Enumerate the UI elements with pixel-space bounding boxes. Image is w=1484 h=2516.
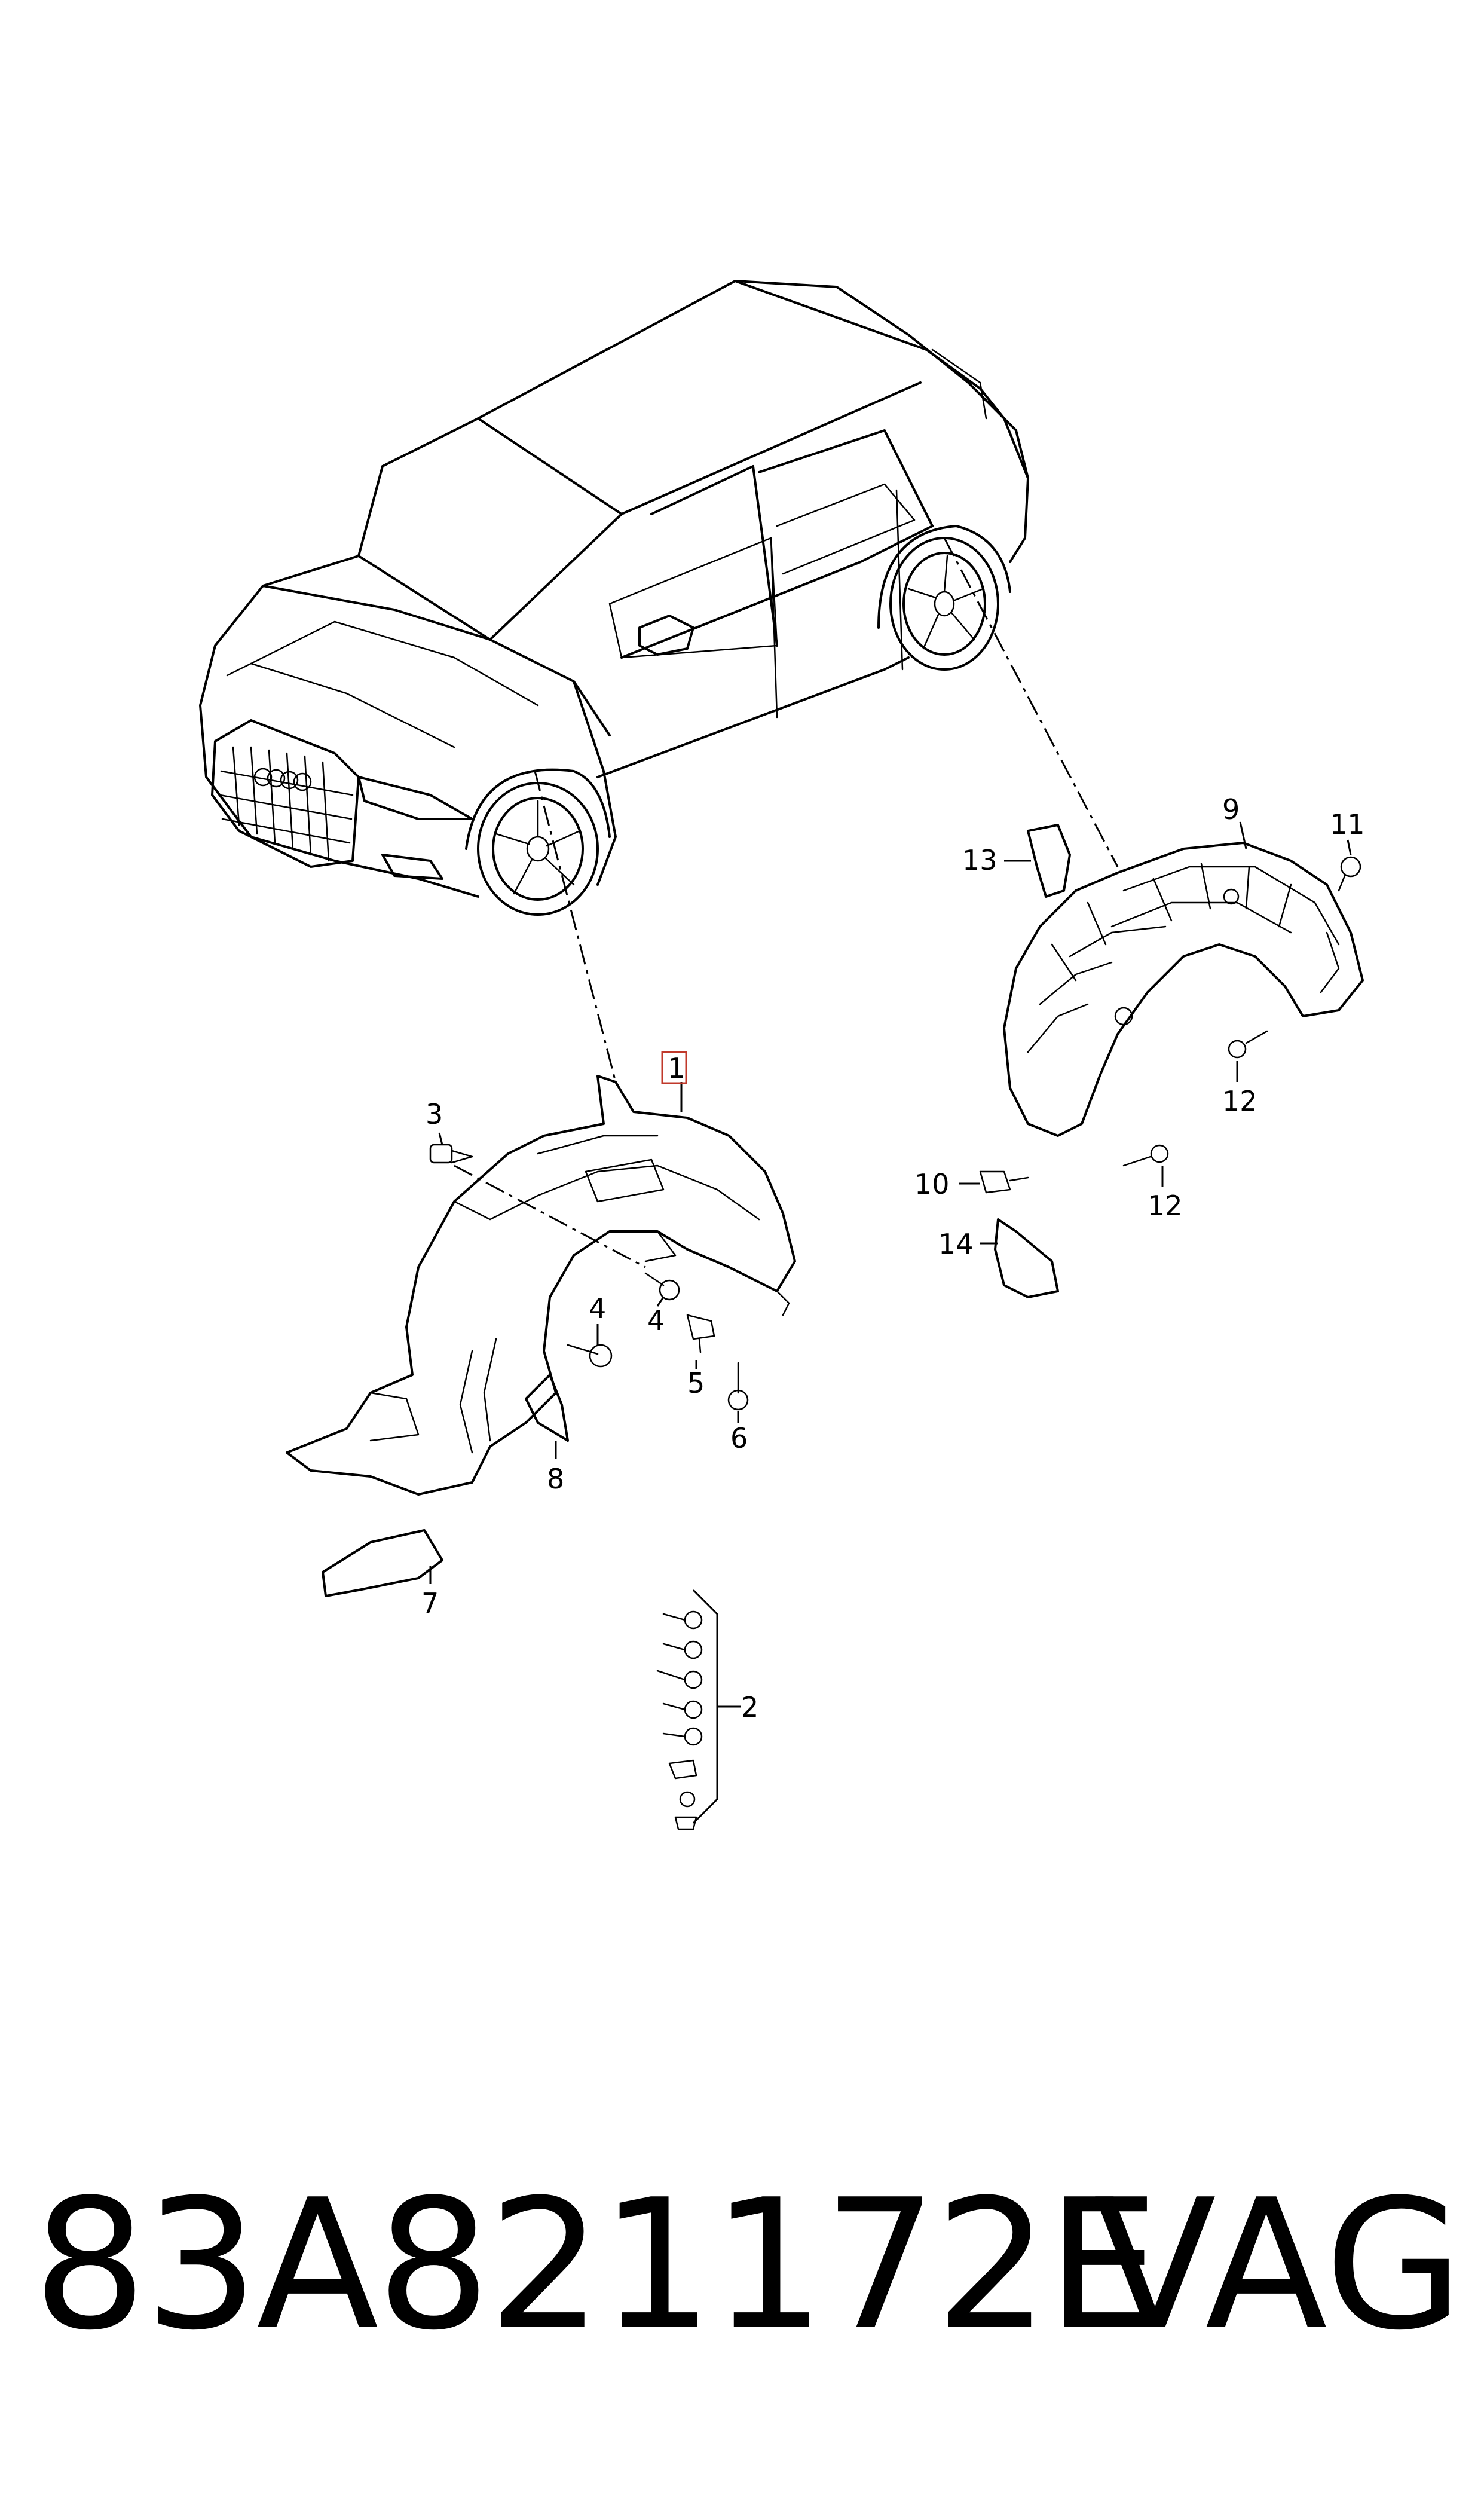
- screw-12a-icon: [1228, 1030, 1268, 1059]
- screw-12b-icon: [1122, 1144, 1169, 1167]
- callout-13: 13: [962, 844, 998, 876]
- callout-14: 14: [938, 1228, 974, 1260]
- rear-wheel-leader: [943, 537, 1119, 867]
- callout-5: 5: [687, 1367, 705, 1399]
- callout-2: 2: [741, 1691, 758, 1723]
- callout-8: 8: [547, 1463, 564, 1495]
- brand-label: VAG: [1094, 2161, 1464, 2370]
- bracket-13-icon: [1027, 824, 1071, 898]
- callout-10: 10: [914, 1168, 950, 1200]
- vehicle-illustration: [199, 280, 1029, 916]
- screw-6-icon: [727, 1362, 749, 1411]
- screw-4a-icon: [567, 1344, 613, 1368]
- bracket-8-icon: [525, 1374, 569, 1442]
- screw-11-icon: [1338, 856, 1361, 892]
- screw-3-icon: [429, 1144, 473, 1164]
- callout-12b: 12: [1148, 1190, 1183, 1222]
- callout-1: 1: [668, 1052, 685, 1084]
- callout-11: 11: [1330, 808, 1365, 840]
- callout-4b: 4: [647, 1304, 665, 1337]
- clip-5-icon: [686, 1314, 715, 1353]
- part-number: 83A821172E: [33, 2161, 1160, 2370]
- fastener-set-2-icon: [656, 1589, 741, 1830]
- callout-7: 7: [421, 1587, 439, 1619]
- rear-wheel-liner: [1003, 842, 1364, 1137]
- clip-10-icon: [979, 1170, 1029, 1194]
- callout-leaders: [429, 821, 1352, 1584]
- liner-center-leader: [454, 1164, 646, 1268]
- highlight-box: [661, 1051, 687, 1084]
- bracket-7-icon: [322, 1529, 443, 1597]
- callout-4a: 4: [589, 1292, 606, 1325]
- screw-4b-icon: [644, 1272, 680, 1301]
- bracket-14-icon: [994, 1218, 1059, 1298]
- front-wheel-leader: [534, 771, 617, 1083]
- callout-3: 3: [426, 1098, 443, 1130]
- callout-9: 9: [1222, 793, 1240, 826]
- callout-6: 6: [730, 1422, 748, 1454]
- callout-12a: 12: [1222, 1085, 1257, 1117]
- front-wheel-liner: [286, 1075, 796, 1496]
